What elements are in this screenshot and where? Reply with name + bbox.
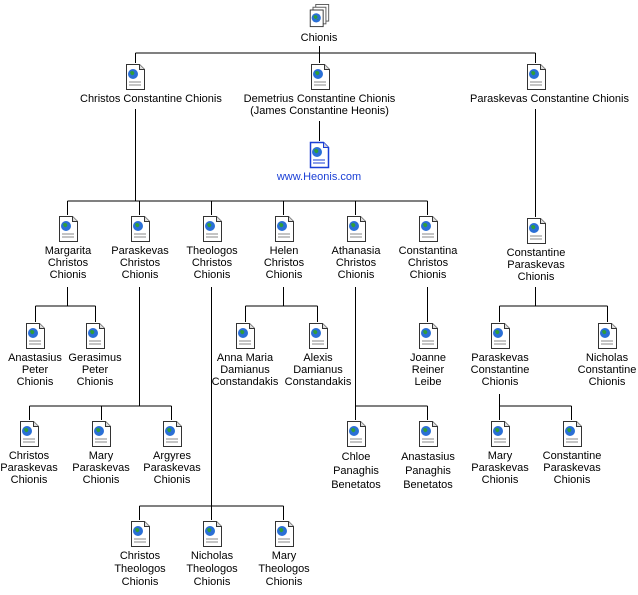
document-icon — [563, 421, 582, 447]
node-label: Athanasia Christos Chionis — [331, 245, 381, 281]
node-mary-theologos[interactable]: Mary Theologos Chionis — [229, 520, 339, 589]
node-mary-paraskevas-constantine[interactable]: Mary Paraskevas Chionis — [445, 420, 555, 486]
document-icon — [59, 216, 78, 242]
node-alexis[interactable]: Alexis Damianus Constandakis — [263, 322, 373, 388]
node-label: Christos Constantine Chionis — [80, 93, 222, 105]
node-athanasia[interactable]: Athanasia Christos Chionis — [301, 215, 411, 281]
node-label: Paraskevas Christos Chionis — [111, 245, 169, 281]
node-constantine-paraskevas[interactable]: Constantine Paraskevas Chionis — [481, 217, 591, 283]
document-icon — [419, 323, 438, 349]
node-constantina[interactable]: Constantina Christos Chionis — [373, 215, 483, 281]
document-icon — [526, 64, 546, 90]
node-paraskevas-constantine-2[interactable]: Paraskevas Constantine Chionis — [445, 322, 555, 388]
document-icon — [131, 216, 150, 242]
document-icon — [26, 323, 45, 349]
node-label: Mary Paraskevas Chionis — [72, 450, 130, 486]
document-icon — [275, 521, 294, 547]
document-icon — [491, 421, 510, 447]
node-label: Constantina Christos Chionis — [398, 245, 458, 281]
node-paraskevas-constantine[interactable]: Paraskevas Constantine Chionis — [470, 63, 629, 105]
node-label: Anastasius Peter Chionis — [8, 352, 62, 388]
node-label: Christos Paraskevas Chionis — [0, 450, 58, 486]
document-icon — [20, 421, 39, 447]
document-icon — [598, 323, 617, 349]
node-christos-constantine[interactable]: Christos Constantine Chionis — [80, 63, 222, 105]
node-label: Alexis Damianus Constandakis — [284, 352, 352, 388]
node-paraskevas-christos[interactable]: Paraskevas Christos Chionis — [85, 215, 195, 281]
node-root[interactable]: Chionis — [264, 2, 374, 44]
document-icon — [419, 216, 438, 242]
node-label: Nicholas Theologos Chionis — [186, 550, 238, 588]
node-label: Gerasimus Peter Chionis — [68, 352, 122, 388]
document-icon — [347, 216, 366, 242]
node-label: Paraskevas Constantine Chionis — [470, 93, 629, 105]
node-label: Nicholas Constantine Chionis — [577, 352, 637, 388]
node-label: Constantine Paraskevas Chionis — [542, 450, 602, 486]
node-label: Demetrius Constantine Chionis (James Con… — [243, 93, 396, 117]
document-icon — [203, 521, 222, 547]
node-argyres-paraskevas[interactable]: Argyres Paraskevas Chionis — [117, 420, 227, 486]
node-constantine-paraskevas-2[interactable]: Constantine Paraskevas Chionis — [517, 420, 627, 486]
document-icon — [309, 323, 328, 349]
node-joanne[interactable]: Joanne Reiner Leibe — [373, 322, 483, 388]
document-icon — [86, 323, 105, 349]
document-icon — [347, 421, 366, 447]
node-label: Christos Theologos Chionis — [114, 550, 166, 588]
document-stack-icon — [309, 4, 330, 28]
node-anastasius-peter[interactable]: Anastasius Peter Chionis — [0, 322, 90, 388]
node-label: Joanne Reiner Leibe — [409, 352, 447, 388]
document-icon — [236, 323, 255, 349]
node-anna-maria[interactable]: Anna Maria Damianus Constandakis — [190, 322, 300, 388]
website-link[interactable]: www.Heonis.com — [276, 171, 362, 183]
document-icon — [310, 64, 330, 90]
node-label: Constantine Paraskevas Chionis — [506, 247, 566, 283]
node-label: Anna Maria Damianus Constandakis — [211, 352, 279, 388]
node-gerasimus-peter[interactable]: Gerasimus Peter Chionis — [40, 322, 150, 388]
node-anastasius-panaghis[interactable]: Anastasius Panaghis Benetatos — [373, 420, 483, 492]
node-label: Theologos Christos Chionis — [186, 245, 238, 281]
node-demetrius-constantine[interactable]: Demetrius Constantine Chionis (James Con… — [239, 63, 400, 117]
node-label: Paraskevas Constantine Chionis — [470, 352, 530, 388]
document-icon — [163, 421, 182, 447]
node-helen[interactable]: Helen Christos Chionis — [229, 215, 339, 281]
node-label: Mary Paraskevas Chionis — [471, 450, 529, 486]
node-theologos[interactable]: Theologos Christos Chionis — [157, 215, 267, 281]
node-label: Helen Christos Chionis — [263, 245, 305, 281]
web-document-icon — [309, 141, 330, 169]
document-icon — [203, 216, 222, 242]
node-label: Anastasius Panaghis Benetatos — [401, 451, 455, 491]
node-christos-paraskevas[interactable]: Christos Paraskevas Chionis — [0, 420, 84, 486]
document-icon — [92, 421, 111, 447]
node-margarita[interactable]: Margarita Christos Chionis — [13, 215, 123, 281]
document-icon — [527, 218, 546, 244]
node-christos-theologos[interactable]: Christos Theologos Chionis — [85, 520, 195, 589]
node-label: Chloe Panaghis Benetatos — [331, 451, 381, 491]
document-icon — [275, 216, 294, 242]
node-chloe[interactable]: Chloe Panaghis Benetatos — [301, 420, 411, 492]
document-icon — [131, 521, 150, 547]
node-label: Mary Theologos Chionis — [258, 550, 310, 588]
document-icon — [491, 323, 510, 349]
node-nicholas-theologos[interactable]: Nicholas Theologos Chionis — [157, 520, 267, 589]
document-icon — [419, 421, 438, 447]
node-label: Argyres Paraskevas Chionis — [143, 450, 201, 486]
node-mary-paraskevas[interactable]: Mary Paraskevas Chionis — [46, 420, 156, 486]
node-label: Chionis — [300, 32, 338, 44]
document-icon — [126, 64, 145, 90]
node-nicholas-constantine[interactable]: Nicholas Constantine Chionis — [552, 322, 638, 388]
node-website-link[interactable]: www.Heonis.com — [264, 141, 374, 183]
node-label: Margarita Christos Chionis — [44, 245, 92, 281]
